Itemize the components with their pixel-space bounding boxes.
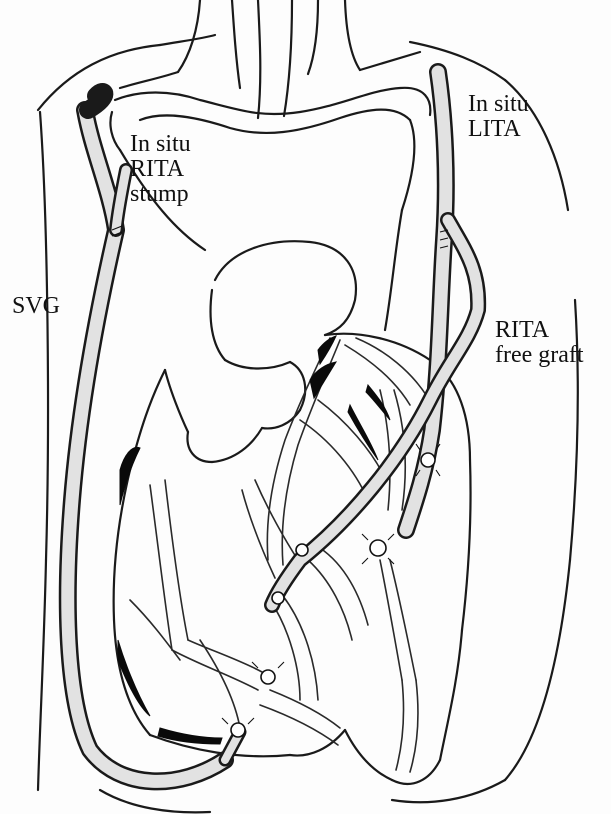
aortic-arch bbox=[110, 88, 430, 330]
label-svg: SVG bbox=[12, 294, 60, 319]
great-vessels bbox=[120, 0, 420, 118]
label-rita-stump: In situ RITA stump bbox=[130, 132, 191, 207]
lesions bbox=[118, 336, 390, 744]
label-in-situ-lita: In situ LITA bbox=[468, 92, 529, 142]
rita-stump bbox=[116, 170, 126, 230]
label-rita-free-graft: RITA free graft bbox=[495, 318, 584, 368]
anastomoses bbox=[112, 226, 448, 737]
